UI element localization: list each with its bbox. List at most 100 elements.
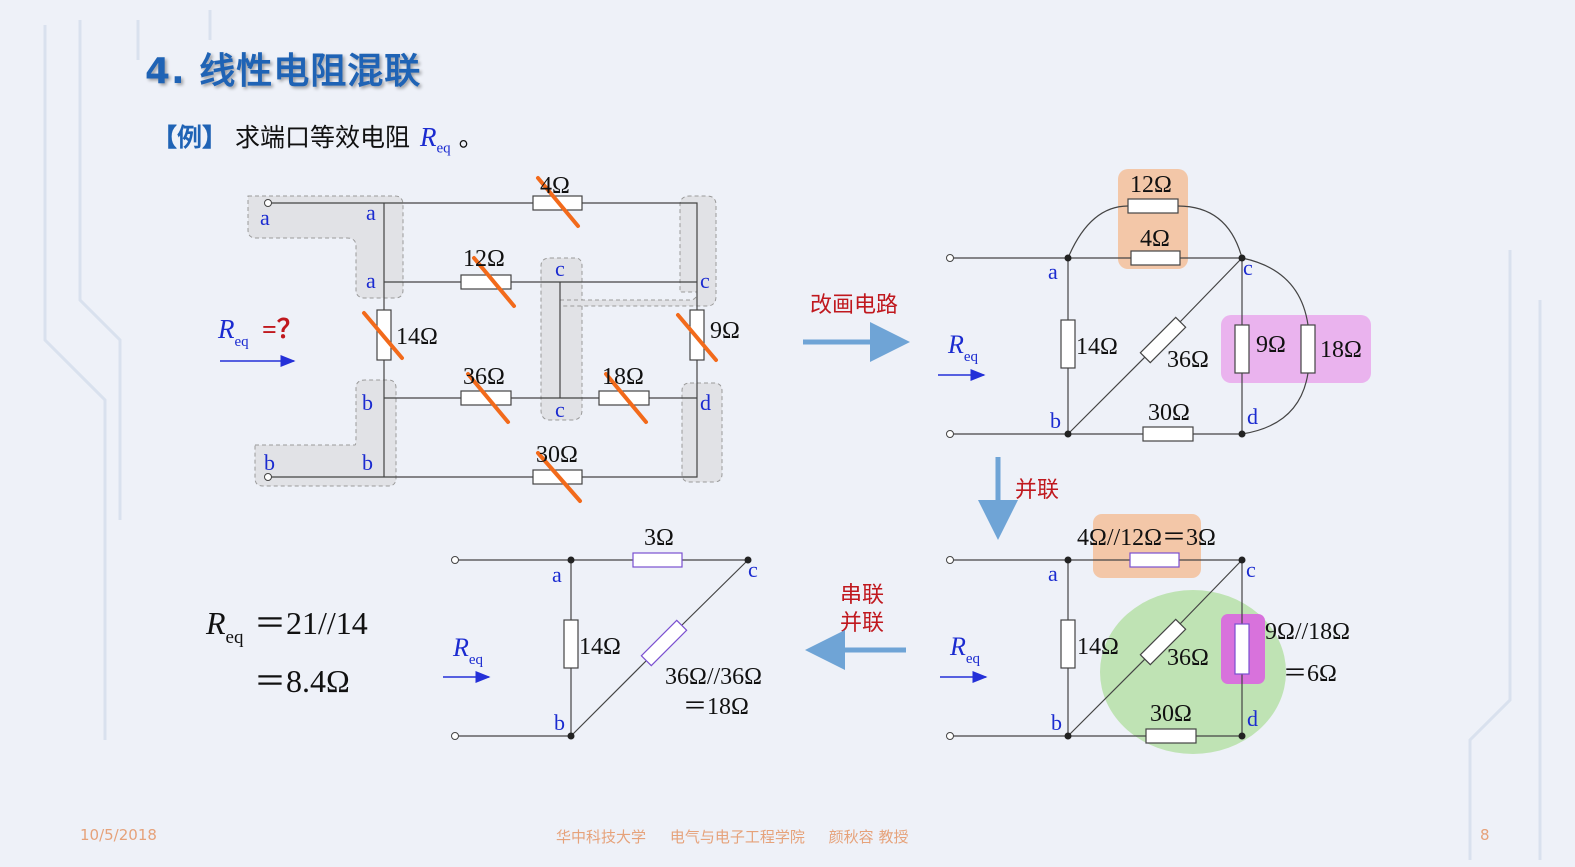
resistor-3-d: [632, 552, 683, 568]
formula-4-12: 4Ω//12Ω＝3Ω: [1077, 525, 1216, 551]
node-b-3: b: [1051, 710, 1062, 735]
node-b-2: b: [1050, 408, 1061, 433]
label-14-d: 14Ω: [579, 634, 621, 660]
label-36: 36Ω: [463, 364, 505, 390]
label-series: 串联: [840, 583, 884, 608]
label-9: 9Ω: [710, 318, 740, 344]
node-c-3: c: [1246, 557, 1256, 582]
example-statement: 【例】 求端口等效电阻 Req 。: [152, 118, 484, 157]
resistor-9-b: [1234, 324, 1250, 374]
node-d: d: [700, 390, 711, 415]
label-36-b: 36Ω: [1167, 347, 1209, 373]
label-18-b: 18Ω: [1320, 337, 1362, 363]
label-12-b: 12Ω: [1130, 172, 1172, 198]
node-c-right: c: [700, 268, 710, 293]
resistor-14-d: [563, 619, 579, 669]
example-text: 求端口等效电阻: [234, 123, 410, 152]
footer-page-number: 8: [1480, 826, 1490, 844]
node-a-top: a: [366, 200, 376, 225]
req-query: =？: [262, 315, 303, 344]
resistor-36-c: [1139, 618, 1187, 666]
terminal-a: [264, 199, 272, 207]
resistor-30-b: [1142, 426, 1194, 442]
label-14: 14Ω: [396, 324, 438, 350]
node-a-4: a: [552, 562, 562, 587]
label-9-b: 9Ω: [1256, 332, 1286, 358]
formula-36-36-a: 36Ω//36Ω: [665, 664, 762, 690]
label-18: 18Ω: [602, 364, 644, 390]
formula-9-18-b: ＝6Ω: [1283, 661, 1337, 687]
label-redraw: 改画电路: [810, 293, 898, 318]
resistor-14-c: [1060, 619, 1076, 669]
label-3-d: 3Ω: [644, 525, 674, 551]
terminal-b: [264, 473, 272, 481]
flow-arrow-series: 串联 并联: [805, 583, 906, 670]
strike-36: [466, 372, 510, 424]
resistor-6-c: [1234, 623, 1250, 675]
final-result: Req ＝21//14 ＝8.4Ω: [205, 605, 368, 699]
req-label-2: Req: [947, 330, 979, 365]
node-a-terminal: a: [260, 205, 270, 230]
result-line-2: ＝8.4Ω: [254, 663, 350, 699]
node-c-2: c: [1243, 255, 1253, 280]
node-c-4: c: [748, 557, 758, 582]
strike-18: [604, 372, 648, 424]
group-node-c-left: [540, 257, 583, 421]
node-b-mid: b: [362, 390, 373, 415]
node-d-3: d: [1247, 706, 1258, 731]
highlight-9-18: [1221, 315, 1371, 383]
resistor-12-b: [1127, 198, 1179, 214]
formula-36-36-b: ＝18Ω: [683, 694, 749, 720]
resistor-18-d: [640, 619, 688, 667]
label-parallel-2: 并联: [840, 611, 884, 636]
strike-30: [536, 451, 582, 503]
label-14-c: 14Ω: [1077, 634, 1119, 660]
strike-4: [536, 176, 580, 228]
req-label-4: Req: [452, 633, 484, 668]
label-12: 12Ω: [463, 246, 505, 272]
group-node-a: [247, 195, 404, 299]
group-node-d: [681, 382, 723, 483]
label-14-b: 14Ω: [1076, 334, 1118, 360]
node-b-4: b: [554, 710, 565, 735]
node-c-left-bottom: c: [555, 397, 565, 422]
strike-9: [676, 313, 718, 362]
node-a-2: a: [1048, 259, 1058, 284]
diagram-redrawn: 12Ω 4Ω 14Ω 36Ω 9Ω 18Ω 30Ω a c b d Req: [938, 169, 1371, 442]
example-tag: 【例】: [152, 123, 228, 152]
footer-org: 华中科技大学 电气与电子工程学院 颜秋容 教授: [556, 828, 909, 846]
resistor-30-c: [1145, 728, 1197, 744]
footer-date: 10/5/2018: [80, 826, 157, 844]
diagram-original: 4Ω 12Ω 14Ω 9Ω 36Ω 18Ω 30Ω a a a b b b c …: [217, 173, 740, 503]
label-30: 30Ω: [536, 442, 578, 468]
label-36-c: 36Ω: [1167, 645, 1209, 671]
background-decoration: [43, 10, 1542, 860]
result-line-1: ＝21//14: [254, 605, 368, 641]
req-label-1: Req: [217, 314, 249, 350]
resistor-36-b: [1139, 316, 1187, 364]
resistor-4-b: [1130, 250, 1181, 266]
group-node-c-right: [559, 195, 717, 307]
resistor-3-c: [1129, 552, 1180, 568]
diagram-step4: 3Ω 14Ω 36Ω//36Ω ＝18Ω a c b Req: [443, 525, 762, 740]
resistor-14-b: [1060, 319, 1076, 369]
label-4-b: 4Ω: [1140, 226, 1170, 252]
label-4: 4Ω: [540, 173, 570, 199]
node-d-2: d: [1247, 404, 1258, 429]
example-end: 。: [458, 123, 484, 152]
req-symbol: Req: [419, 122, 451, 157]
page-title: 4. 线性电阻混联: [145, 51, 422, 92]
label-parallel: 并联: [1015, 478, 1059, 503]
label-30-b: 30Ω: [1148, 400, 1190, 426]
node-a-3: a: [1048, 561, 1058, 586]
strike-14: [362, 311, 404, 360]
flow-arrow-redraw: 改画电路: [803, 293, 910, 362]
result-symbol: Req: [205, 605, 244, 648]
flow-arrow-parallel: 并联: [978, 457, 1059, 540]
resistor-12: [460, 274, 512, 290]
strike-12: [472, 256, 516, 308]
diagram-step3: 4Ω//12Ω＝3Ω 14Ω 36Ω 30Ω 9Ω//18Ω ＝6Ω a c b…: [940, 514, 1350, 754]
node-b-bottom: b: [362, 450, 373, 475]
resistor-18-b: [1300, 324, 1316, 374]
